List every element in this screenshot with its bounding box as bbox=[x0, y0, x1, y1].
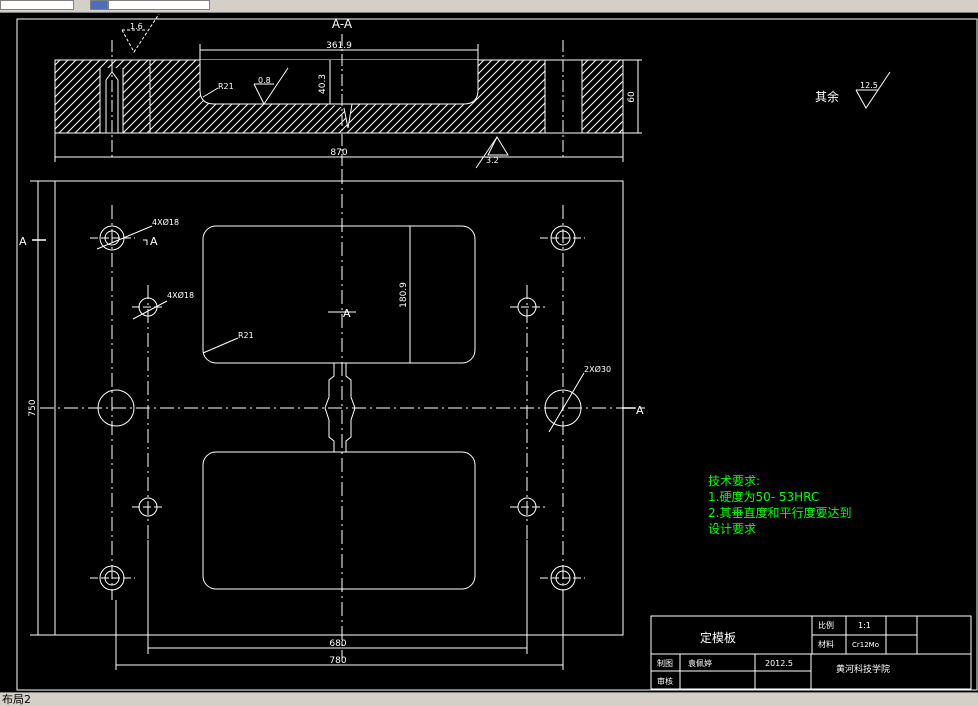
dim-text-width: 780 bbox=[329, 656, 346, 666]
guide-hole bbox=[138, 297, 158, 317]
drawing-date: 2012.5 bbox=[765, 659, 793, 668]
title-block-text: 定模板 比例 1:1 材料 Cr12Mo 制图 袁佩婷 2012.5 审核 黄河… bbox=[657, 620, 890, 686]
leader bbox=[132, 300, 168, 320]
scale-value: 1:1 bbox=[858, 621, 871, 630]
toolbar-field[interactable] bbox=[0, 0, 74, 10]
toolbar-field[interactable] bbox=[108, 0, 210, 10]
layout-tab[interactable]: 布局2 bbox=[2, 693, 31, 706]
roughness-other-label: 其余 bbox=[815, 89, 839, 104]
gate-notch bbox=[330, 103, 353, 129]
tech-note-line: 1.硬度为50- 53HRC bbox=[708, 489, 819, 504]
guide-hole bbox=[138, 497, 158, 517]
hole-callout-3: 2XØ30 bbox=[584, 364, 611, 374]
leader bbox=[202, 87, 219, 98]
dim-text-height: 750 bbox=[28, 399, 38, 416]
leader bbox=[202, 337, 239, 354]
toolbar-field[interactable] bbox=[90, 0, 108, 10]
roughness-bottom: 3.2 bbox=[486, 156, 499, 165]
tech-notes-title: 技术要求: bbox=[708, 474, 760, 488]
section-title: A-A bbox=[332, 17, 353, 31]
dim-text-pocket-length: 361.9 bbox=[326, 41, 352, 51]
leader bbox=[96, 225, 153, 250]
pocket-profile bbox=[199, 60, 479, 105]
section-cut-label: A bbox=[19, 235, 27, 248]
guide-hole bbox=[517, 497, 537, 517]
hatch-region bbox=[123, 60, 150, 133]
guide-hole bbox=[517, 297, 537, 317]
roughness-symbol bbox=[475, 136, 498, 169]
tech-note-line: 2.其垂直度和平行度要达到 bbox=[708, 505, 851, 520]
drawn-name: 袁佩婷 bbox=[688, 658, 712, 668]
leader bbox=[548, 372, 585, 433]
school-name: 黄河科技学院 bbox=[836, 663, 890, 675]
section-cut-mark bbox=[143, 239, 148, 245]
hole-callout-1: 4XØ18 bbox=[152, 217, 179, 227]
corner-hole bbox=[550, 225, 576, 251]
hole-callout-2: 4XØ18 bbox=[167, 290, 194, 300]
plan-view: 4XØ18 4XØ18 2XØ30 R21 A A A A 180.9 750 … bbox=[19, 170, 645, 670]
material-value: Cr12Mo bbox=[852, 641, 879, 649]
material-label: 材料 bbox=[818, 639, 834, 649]
roughness-symbol bbox=[855, 71, 891, 109]
tech-note-line: 设计要求 bbox=[708, 522, 756, 536]
drawing-border bbox=[16, 18, 978, 691]
roughness-symbol bbox=[487, 135, 509, 156]
roughness-other-value: 12.5 bbox=[860, 81, 878, 90]
corner-hole bbox=[99, 565, 125, 591]
section-cut-label: A bbox=[150, 235, 158, 248]
scale-label: 比例 bbox=[818, 620, 834, 630]
dim-text-thickness: 60 bbox=[627, 91, 637, 103]
roughness-symbol bbox=[253, 67, 289, 105]
dim-text-hole-spacing: 680 bbox=[329, 639, 346, 649]
cad-drawing: A-A 361.9 40.3 60 bbox=[16, 13, 978, 691]
drawn-label: 制图 bbox=[657, 658, 673, 668]
section-cut-label: A bbox=[343, 307, 351, 320]
roughness-pocket: 0.8 bbox=[258, 76, 271, 85]
hatch-region bbox=[55, 60, 100, 133]
roughness-top: 1.6 bbox=[130, 22, 143, 31]
section-cut-label: A bbox=[636, 404, 644, 417]
technical-requirements: 技术要求: 1.硬度为50- 53HRC 2.其垂直度和平行度要达到 设计要求 bbox=[708, 474, 851, 536]
dim-text-pocket-depth: 40.3 bbox=[318, 74, 328, 94]
cavity-pocket-top bbox=[202, 225, 476, 364]
large-hole bbox=[544, 389, 582, 427]
corner-hole bbox=[550, 565, 576, 591]
part-name: 定模板 bbox=[700, 630, 736, 645]
cavity-pocket-bottom bbox=[202, 451, 476, 590]
dim-text-pocket-width: 180.9 bbox=[399, 282, 409, 308]
fillet-label: R21 bbox=[218, 82, 234, 91]
section-view: A-A 361.9 40.3 60 bbox=[54, 13, 891, 170]
pocket-radius-label: R21 bbox=[238, 331, 254, 340]
title-block bbox=[650, 615, 972, 690]
roughness-symbol bbox=[121, 13, 160, 53]
check-label: 审核 bbox=[657, 676, 673, 686]
large-hole bbox=[97, 389, 135, 427]
screw-hole bbox=[99, 68, 124, 133]
toolbar-strip bbox=[0, 0, 978, 13]
dim-text-overall: 870 bbox=[330, 148, 347, 158]
layout-tabs-bar: 布局2 bbox=[0, 692, 978, 706]
